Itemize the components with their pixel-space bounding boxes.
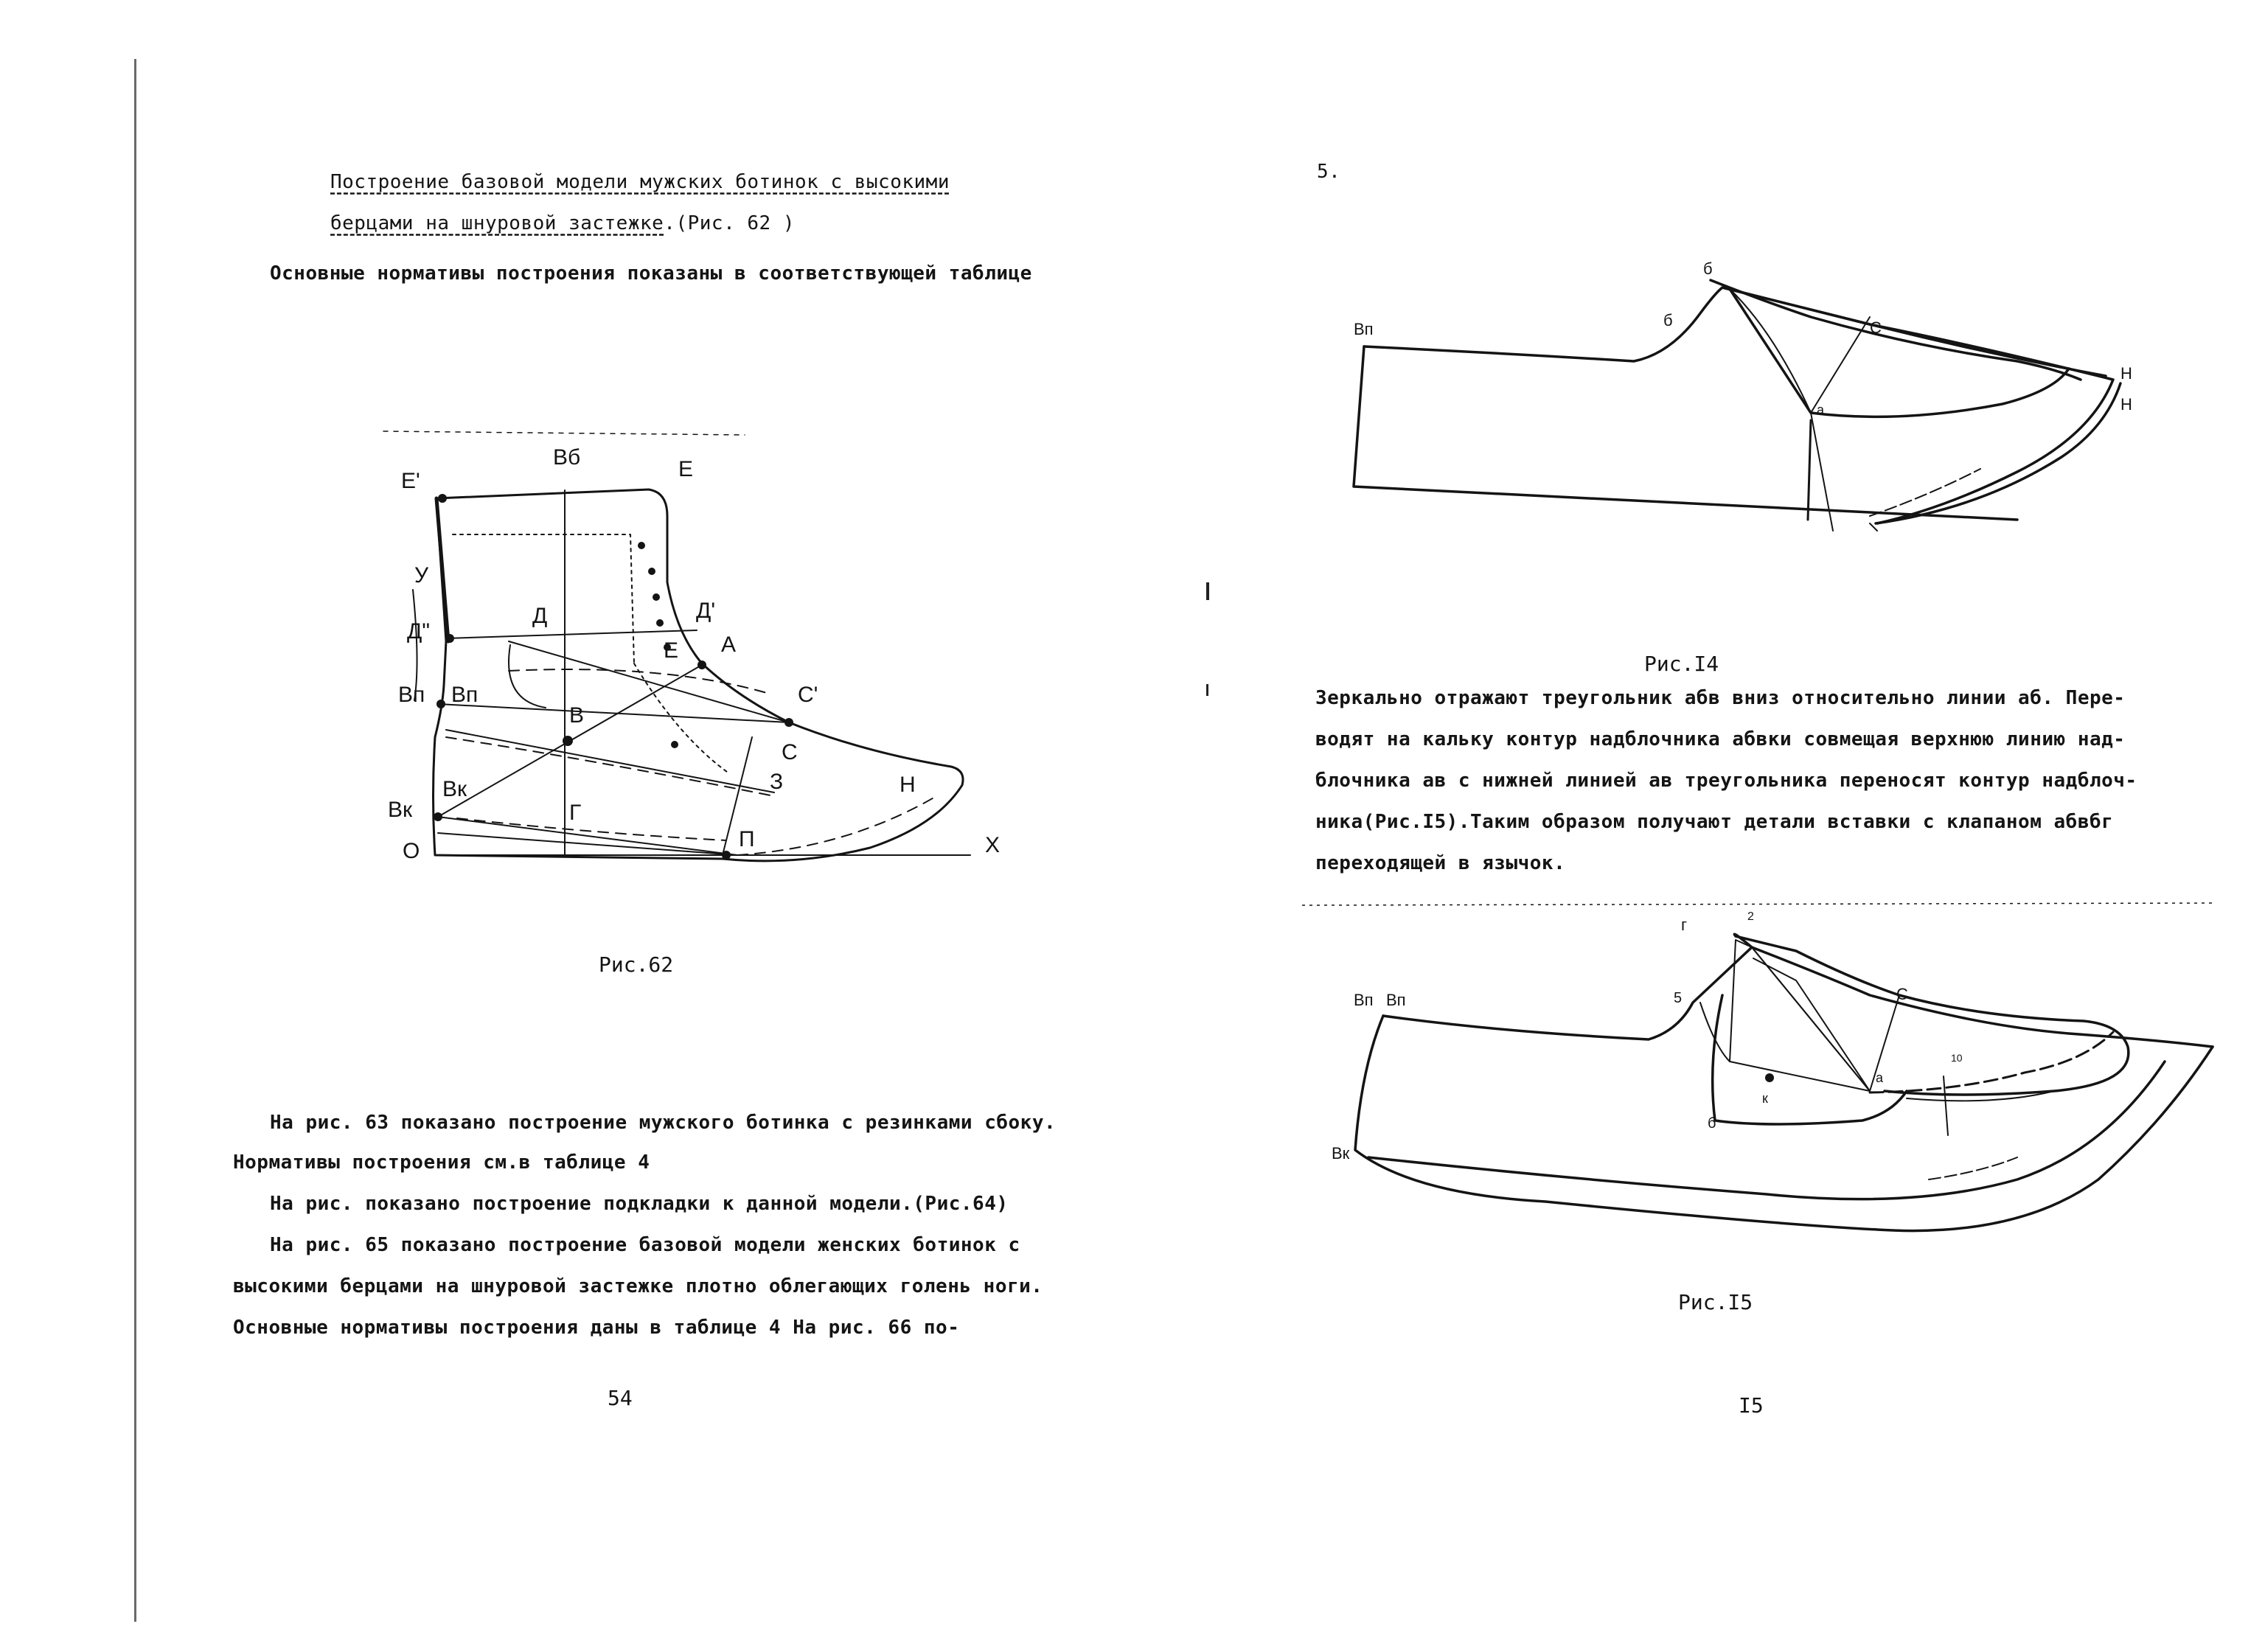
heading-line-2: берцами на шнуровой застежке.(Рис. 62 ) — [330, 212, 795, 234]
label-d-prime: Д' — [696, 599, 715, 623]
label-h: Н — [900, 773, 916, 797]
fig14-label-a: а — [1817, 402, 1825, 417]
para-line-4: На рис. 65 показано построение базовой м… — [270, 1234, 1020, 1256]
right-para-line-5: переходящей в язычок. — [1315, 852, 1566, 874]
fig15-label-a: а — [1876, 1070, 1884, 1085]
figure-14-caption: Рис.I4 — [1644, 652, 1719, 676]
label-p: П — [739, 827, 755, 851]
label-e-small: Е — [664, 638, 678, 663]
right-para-line-4: ника(Рис.I5).Таким образом получают дета… — [1315, 811, 2114, 833]
label-bp-outer: Вп — [398, 683, 425, 707]
label-a: А — [721, 632, 736, 657]
figure-15: г 2 Вп Вп С 5 а 10 к б Вк — [1301, 902, 2217, 1233]
label-bp-inner: Вп — [451, 683, 478, 707]
label-x: Х — [985, 833, 1000, 857]
para-line-2: Нормативы построения см.в таблице 4 — [233, 1151, 650, 1174]
figure-15-caption: Рис.I5 — [1678, 1290, 1753, 1314]
fig15-label-five: 5 — [1674, 990, 1682, 1006]
label-c: С — [782, 740, 798, 764]
figure-14: Вп б б С а Н Н — [1352, 259, 2132, 532]
label-bk-outer: Вк — [388, 798, 413, 822]
fig15-label-two: 2 — [1747, 910, 1754, 923]
fig15-label-bk: Вк — [1332, 1144, 1350, 1163]
fig14-label-bp: Вп — [1354, 320, 1374, 338]
fig15-label-ten: 10 — [1951, 1052, 1963, 1064]
para-line-6: Основные нормативы построения даны в таб… — [233, 1317, 960, 1339]
heading-line-2-text: берцами на шнуровой застежке — [330, 212, 664, 234]
label-b: В — [569, 703, 584, 728]
fig15-label-b2: б — [1708, 1115, 1716, 1132]
fig15-label-k: к — [1762, 1091, 1768, 1106]
label-z: З — [770, 770, 783, 794]
fig15-label-c: С — [1896, 985, 1908, 1003]
left-page: Построение базовой модели мужских ботино… — [0, 0, 1132, 1652]
fig15-label-g: г — [1681, 916, 1687, 934]
fig14-label-c: С — [1870, 318, 1882, 337]
scan-edge-line — [134, 59, 136, 1622]
figure-62-caption: Рис.62 — [599, 952, 674, 977]
label-g: Г — [569, 801, 581, 825]
page-number-right: I5 — [1739, 1393, 1764, 1418]
label-o: О — [403, 839, 420, 863]
fig14-label-b-top: б — [1703, 259, 1713, 278]
label-d-dprime: Д" — [407, 619, 430, 644]
right-para-line-2: водят на кальку контур надблочника абвки… — [1315, 728, 2126, 750]
label-e-prime: Е' — [401, 469, 420, 493]
fig14-label-h2: Н — [2120, 395, 2132, 414]
item-marker: 5. — [1317, 161, 1341, 183]
heading-line-1: Построение базовой модели мужских ботино… — [330, 171, 950, 193]
para-line-5: высокими берцами на шнуровой застежке пл… — [233, 1275, 1043, 1297]
figure-62: Е' Вб Е У Д" Д Д' Е А С' Вп Вп В С Вк Вк… — [383, 431, 1000, 863]
right-page: 5. Вп б б С а Н Н Рис.I4 Зеркально отраж… — [1132, 0, 2265, 1652]
label-u: У — [414, 563, 429, 588]
heading-figure-ref: .(Рис. 62 ) — [664, 212, 795, 234]
scan-mark — [1206, 684, 1208, 696]
scan-mark — [1206, 582, 1209, 600]
fig14-label-h1: Н — [2120, 364, 2132, 383]
fig14-label-b: б — [1663, 311, 1673, 330]
para-line-1: На рис. 63 показано построение мужского … — [270, 1112, 1057, 1134]
right-para-line-3: блочника ав с нижней линией ав треугольн… — [1315, 770, 2137, 792]
right-para-line-1: Зеркально отражают треугольник абв вниз … — [1315, 687, 2126, 709]
fig15-label-bp1: Вп — [1354, 991, 1374, 1009]
intro-line: Основные нормативы построения показаны в… — [270, 262, 1032, 285]
label-c-prime: С' — [798, 683, 818, 707]
label-bb: Вб — [553, 445, 580, 470]
para-line-3: На рис. показано построение подкладки к … — [270, 1193, 1009, 1215]
label-bk-inner: Вк — [442, 777, 467, 801]
fig15-label-bp2: Вп — [1386, 991, 1406, 1009]
label-e: Е — [678, 457, 693, 481]
page-number-left: 54 — [608, 1386, 633, 1410]
label-d: Д — [532, 604, 547, 628]
